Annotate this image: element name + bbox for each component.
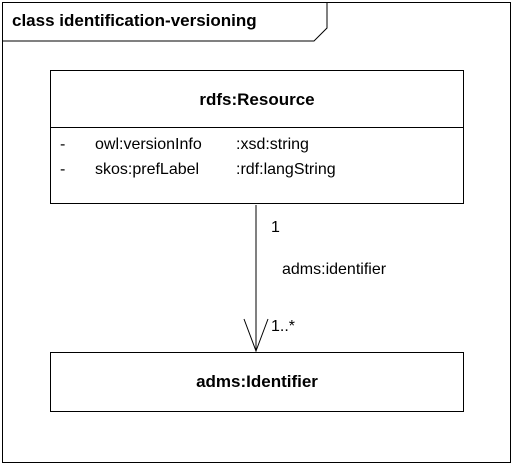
class-name-adms-identifier: adms:Identifier <box>196 372 318 391</box>
frame-tab-outline <box>3 3 328 42</box>
diagram-title: class identification-versioning <box>12 11 257 30</box>
attribute-name: skos:prefLabel <box>95 161 200 178</box>
diagram-frame: class identification-versioning <box>2 2 511 463</box>
association-name: adms:identifier <box>282 261 387 278</box>
attribute-visibility: - <box>60 161 66 178</box>
attribute-type: :xsd:string <box>236 136 309 153</box>
target-multiplicity: 1..* <box>271 318 296 335</box>
attribute-name: owl:versionInfo <box>95 136 202 153</box>
class-rdfs-resource[interactable]: rdfs:Resource - owl:versionInfo :xsd:str… <box>50 70 464 204</box>
class-adms-identifier[interactable]: adms:Identifier <box>50 352 464 412</box>
attribute-visibility: - <box>60 136 66 153</box>
attribute-type: :rdf:langString <box>236 161 336 178</box>
class-name-rdfs-resource: rdfs:Resource <box>51 71 463 128</box>
source-multiplicity: 1 <box>271 219 280 236</box>
frame-title-tab: class identification-versioning <box>3 3 328 42</box>
navigability-arrowhead-icon <box>243 318 269 353</box>
